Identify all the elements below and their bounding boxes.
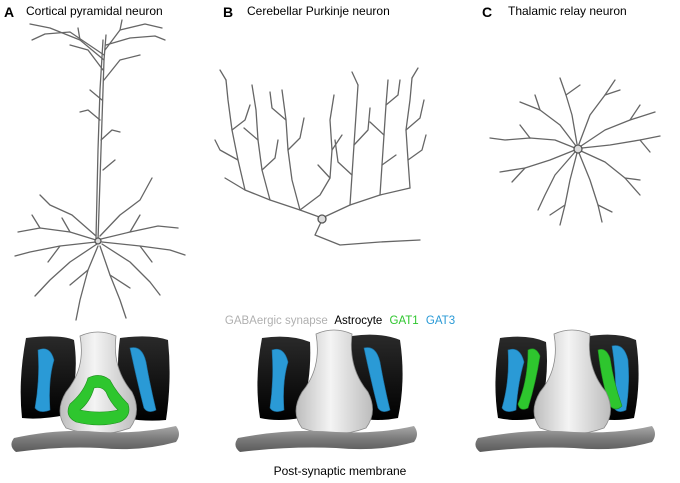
legend: GABAergic synapse Astrocyte GAT1 GAT3 <box>225 315 455 327</box>
panel-b-letter: B <box>223 4 233 20</box>
gat1-terminal <box>67 375 130 426</box>
panel-a-title: Cortical pyramidal neuron <box>26 4 163 18</box>
post-synaptic-membrane-c <box>475 426 655 452</box>
gat3-left <box>34 348 55 412</box>
synapse-panel-a <box>11 331 179 452</box>
gat3-right <box>129 347 157 412</box>
post-synaptic-membrane-b <box>235 426 417 452</box>
panel-b-title: Cerebellar Purkinje neuron <box>247 4 390 18</box>
presynaptic-terminal <box>533 329 611 435</box>
gat1-left <box>517 348 541 410</box>
purkinje-neuron-drawing <box>214 67 427 246</box>
pyramidal-neuron-drawing <box>14 19 186 321</box>
presynaptic-terminal <box>295 329 373 435</box>
legend-astrocyte: Astrocyte <box>334 315 382 327</box>
synapse-panel-c <box>475 329 655 452</box>
legend-gat1: GAT1 <box>390 315 419 327</box>
panel-a-heading: A Cortical pyramidal neuron <box>4 4 163 20</box>
gat3-left <box>501 348 525 412</box>
synapse-panel-b <box>235 329 417 452</box>
panel-c-title: Thalamic relay neuron <box>508 4 627 18</box>
gat3-right <box>363 347 391 412</box>
panel-b-heading: B Cerebellar Purkinje neuron <box>223 4 390 20</box>
legend-gabaergic-synapse: GABAergic synapse <box>225 315 328 327</box>
gat3-left <box>269 348 289 412</box>
legend-gat3: GAT3 <box>426 315 455 327</box>
thalamic-neuron-drawing <box>489 77 661 226</box>
panel-c-heading: C Thalamic relay neuron <box>482 4 627 20</box>
post-synaptic-membrane-label: Post-synaptic membrane <box>274 464 407 478</box>
post-synaptic-membrane-a <box>11 426 179 452</box>
panel-c-letter: C <box>482 4 492 20</box>
panel-a-letter: A <box>4 4 14 20</box>
